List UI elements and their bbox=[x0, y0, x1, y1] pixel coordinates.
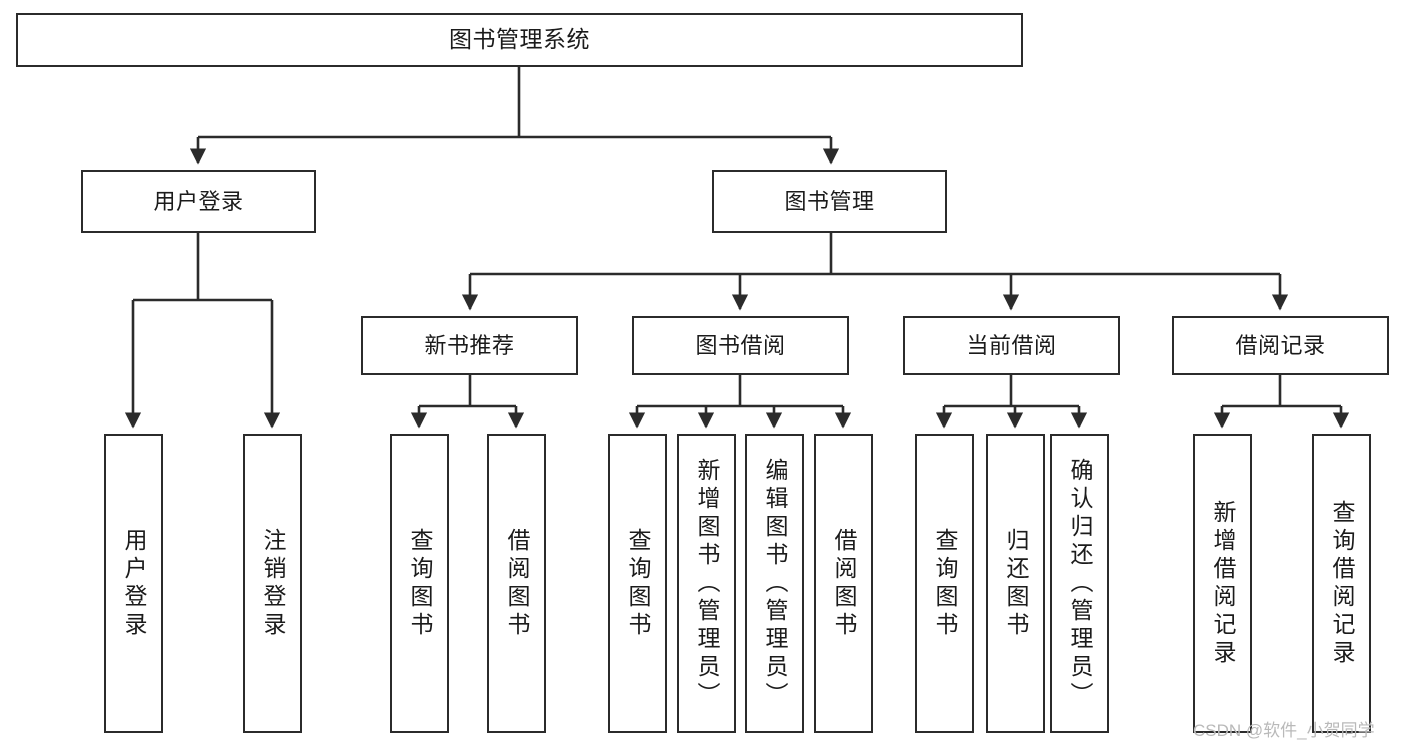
node-label: 借阅图书 bbox=[504, 527, 530, 640]
node-new-book-recommend[interactable]: 新书推荐 bbox=[361, 316, 578, 375]
node-label: 注销登录 bbox=[260, 527, 286, 640]
leaf-user-login-logout[interactable]: 注销登录 bbox=[243, 434, 302, 733]
node-user-login[interactable]: 用户登录 bbox=[81, 170, 316, 233]
leaf-book-borrow-query[interactable]: 查询图书 bbox=[608, 434, 667, 733]
leaf-book-borrow-edit[interactable]: 编辑图书（管理员） bbox=[745, 434, 804, 733]
leaf-new-book-borrow[interactable]: 借阅图书 bbox=[487, 434, 546, 733]
leaf-current-borrow-return[interactable]: 归还图书 bbox=[986, 434, 1045, 733]
node-label: 用户登录 bbox=[121, 527, 147, 640]
node-label: 查询图书 bbox=[932, 527, 958, 640]
node-label: 查询图书 bbox=[625, 527, 651, 640]
node-label: 图书管理系统 bbox=[449, 26, 590, 53]
node-label: 借阅记录 bbox=[1235, 332, 1326, 358]
node-label: 当前借阅 bbox=[966, 332, 1057, 358]
node-label: 确认归还（管理员） bbox=[1067, 457, 1093, 710]
leaf-new-book-query[interactable]: 查询图书 bbox=[390, 434, 449, 733]
leaf-book-borrow-add[interactable]: 新增图书（管理员） bbox=[677, 434, 736, 733]
leaf-book-borrow-borrow[interactable]: 借阅图书 bbox=[814, 434, 873, 733]
node-label: 借阅图书 bbox=[831, 527, 857, 640]
csdn-watermark: CSDN @软件_小贺同学 bbox=[1193, 721, 1375, 740]
node-label: 新增图书（管理员） bbox=[694, 457, 720, 710]
node-book-borrow[interactable]: 图书借阅 bbox=[632, 316, 849, 375]
node-current-borrow[interactable]: 当前借阅 bbox=[903, 316, 1120, 375]
leaf-borrow-record-query[interactable]: 查询借阅记录 bbox=[1312, 434, 1371, 733]
node-label: 新增借阅记录 bbox=[1210, 499, 1236, 668]
leaf-user-login-login[interactable]: 用户登录 bbox=[104, 434, 163, 733]
leaf-current-borrow-confirm-return[interactable]: 确认归还（管理员） bbox=[1050, 434, 1109, 733]
leaf-current-borrow-query[interactable]: 查询图书 bbox=[915, 434, 974, 733]
node-label: 编辑图书（管理员） bbox=[762, 457, 788, 710]
node-label: 新书推荐 bbox=[424, 332, 515, 358]
node-label: 查询借阅记录 bbox=[1329, 499, 1355, 668]
node-label: 归还图书 bbox=[1003, 527, 1029, 640]
node-root-book-management-system[interactable]: 图书管理系统 bbox=[16, 13, 1023, 67]
node-label: 图书管理 bbox=[784, 188, 875, 214]
leaf-borrow-record-add[interactable]: 新增借阅记录 bbox=[1193, 434, 1252, 733]
node-borrow-record[interactable]: 借阅记录 bbox=[1172, 316, 1389, 375]
node-label: 查询图书 bbox=[407, 527, 433, 640]
node-label: 用户登录 bbox=[153, 188, 244, 214]
node-label: 图书借阅 bbox=[695, 332, 786, 358]
node-book-management[interactable]: 图书管理 bbox=[712, 170, 947, 233]
